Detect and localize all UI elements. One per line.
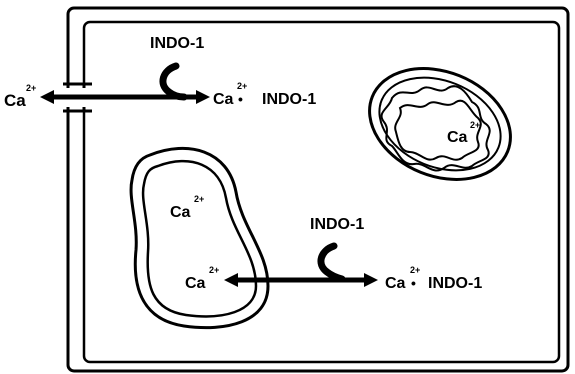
ca-indo-top-ca: Ca <box>213 91 234 108</box>
er-release-arrow <box>224 273 378 287</box>
ca-indo-bottom-charge: 2+ <box>410 265 420 275</box>
ca-outside-charge: 2+ <box>26 83 36 93</box>
ca-er-lower-charge: 2+ <box>209 265 219 275</box>
ca-er-lower-label: Ca <box>185 275 206 292</box>
ca-indo-bottom-indo: INDO-1 <box>428 275 482 292</box>
ca-indo-top-dot: • <box>238 91 243 107</box>
ca-indo-bottom-ca: Ca <box>385 275 406 292</box>
ca-outside-label: Ca <box>4 91 26 110</box>
ca-mito-label: Ca <box>447 129 468 146</box>
ca-indo-top-charge: 2+ <box>237 81 247 91</box>
ca-indo-bottom-dot: • <box>411 275 416 291</box>
indo1-bottom-label: INDO-1 <box>310 216 364 233</box>
ca-indo-top-indo: INDO-1 <box>262 91 316 108</box>
indo-binding-hook-bottom <box>321 246 342 279</box>
indo-binding-hook-top <box>163 66 184 97</box>
mitochondrion <box>353 48 527 199</box>
ca-er-upper-label: Ca <box>170 204 191 221</box>
endoplasmic-reticulum <box>131 148 268 327</box>
ca-mito-charge: 2+ <box>470 120 480 130</box>
indo1-top-label: INDO-1 <box>150 35 204 52</box>
ca-er-upper-charge: 2+ <box>194 194 204 204</box>
